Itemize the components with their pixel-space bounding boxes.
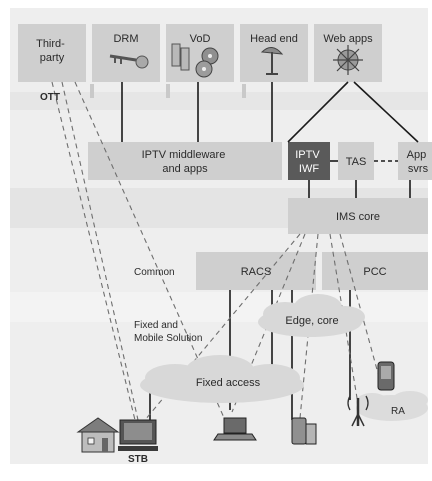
separator — [242, 84, 246, 98]
drm-box — [92, 24, 160, 82]
head-end-label: Head end — [250, 33, 298, 45]
fixed-access-label: Fixed access — [196, 377, 261, 389]
separator — [90, 84, 94, 98]
pcc-label: PCC — [363, 266, 386, 278]
tv-stb-icon — [118, 419, 158, 451]
ott-label: OTT — [40, 92, 60, 103]
band — [10, 292, 428, 322]
vod-label: VoD — [190, 33, 211, 45]
iptv-middleware-label: IPTV middleware and apps — [142, 149, 229, 175]
radio-mast-icon — [347, 395, 369, 427]
third-party-box — [18, 24, 86, 82]
drm-label: DRM — [113, 33, 138, 45]
racs-label: RACS — [241, 266, 272, 278]
ra-label: RA — [391, 406, 405, 417]
ims-core-label: IMS core — [336, 211, 380, 223]
stb-label: STB — [128, 454, 148, 465]
fixed-access-cloud — [140, 355, 304, 403]
house-icon — [76, 417, 120, 453]
pcc-block — [322, 252, 428, 290]
mobile-phone-icon — [377, 361, 395, 391]
app-svrs-label: App svrs — [407, 149, 430, 175]
laptop-icon — [213, 417, 257, 441]
edge-core-label: Edge, core — [285, 315, 338, 327]
tas-label: TAS — [346, 156, 367, 168]
fixed-mobile-label: Fixed and Mobile Solution — [134, 320, 202, 344]
phone-icon — [291, 417, 317, 445]
common-label: Common — [134, 267, 175, 278]
third-party-label: Third- party — [36, 38, 68, 64]
edge-core-cloud — [258, 294, 365, 337]
iptv-iwf-block — [288, 142, 330, 180]
media-library-icon — [171, 43, 219, 78]
satellite-dish-icon — [260, 47, 284, 75]
iptv-middleware-block — [88, 142, 282, 180]
app-svrs-block — [398, 142, 432, 180]
separator — [166, 84, 170, 98]
web-apps-label: Web apps — [323, 33, 373, 45]
ims-core-block — [288, 198, 428, 234]
iptv-iwf-label: IPTV IWF — [295, 149, 323, 175]
tas-block — [338, 142, 374, 180]
key-icon — [109, 54, 149, 69]
band — [10, 92, 428, 110]
globe-icon — [333, 45, 363, 75]
racs-block — [196, 252, 316, 290]
radio-cloud — [356, 391, 428, 421]
